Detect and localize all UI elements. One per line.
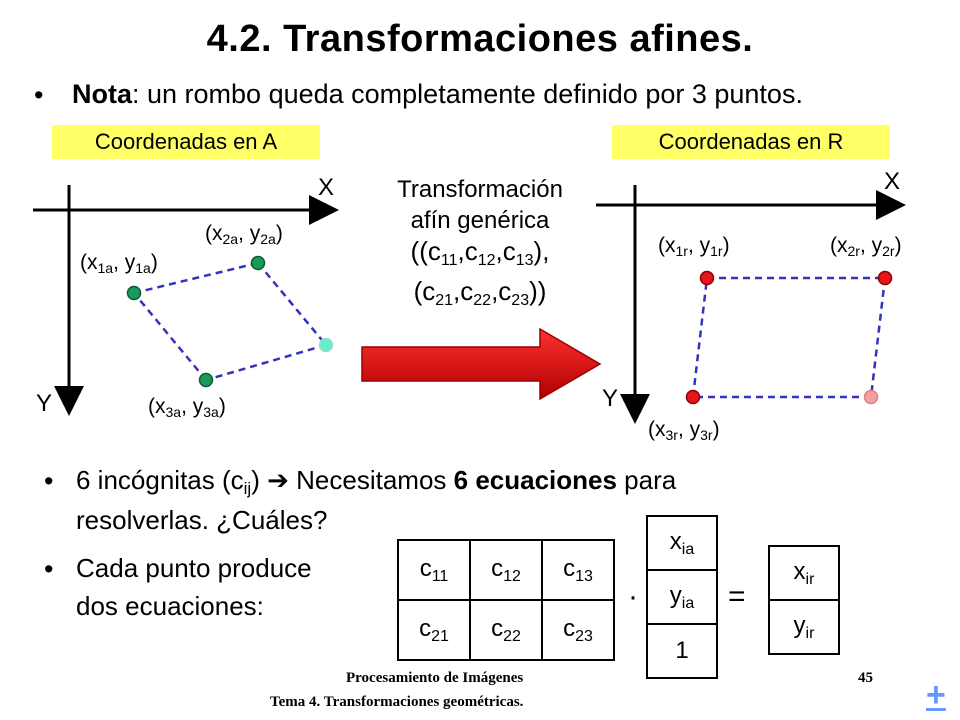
unknowns-line: 6 incógnitas (cij) ➔ Necesitamos 6 ecuac… bbox=[76, 465, 677, 498]
vector-r: xir yir bbox=[768, 545, 840, 655]
transformation-row1: ((c11,c12,c13), bbox=[410, 236, 550, 269]
rhombus-a bbox=[133, 261, 327, 382]
bullet-dot: • bbox=[44, 466, 54, 496]
arrow-glyph-icon: ➔ bbox=[267, 465, 289, 495]
axis-x-a-label: X bbox=[318, 174, 335, 201]
label-point-1a: (x1a, y1a) bbox=[80, 251, 158, 276]
axis-y-a-label: Y bbox=[36, 390, 53, 417]
point-2r bbox=[877, 270, 893, 286]
note-line: Nota: un rombo queda completamente defin… bbox=[72, 78, 803, 110]
coord-r-label: Coordenadas en R bbox=[612, 125, 890, 159]
transformation-row2: (c21,c22,c23)) bbox=[413, 276, 547, 309]
axis-y-r-label: Y bbox=[602, 385, 619, 412]
point-1a bbox=[126, 285, 142, 301]
unknowns-line2: resolverlas. ¿Cuáles? bbox=[76, 505, 328, 535]
plus-icon[interactable]: + bbox=[926, 676, 946, 714]
equals-sign: = bbox=[728, 580, 746, 613]
label-point-3r: (x3r, y3r) bbox=[648, 418, 720, 443]
note-label: Nota bbox=[72, 79, 132, 109]
label-point-1r: (x1r, y1r) bbox=[658, 234, 730, 259]
footer-course: Procesamiento de Imágenes bbox=[346, 670, 524, 686]
coefficient-matrix: c11 c12 c13 c21 c22 c23 bbox=[397, 539, 615, 661]
transformation-line2: afín genérica bbox=[410, 207, 550, 234]
point-4r bbox=[863, 389, 879, 405]
point-1r bbox=[699, 270, 715, 286]
footer-page-number: 45 bbox=[858, 670, 873, 686]
rectangle-r bbox=[691, 276, 887, 399]
bullet-dot: • bbox=[34, 80, 44, 110]
point-4a bbox=[318, 337, 334, 353]
multiply-dot: · bbox=[628, 580, 638, 613]
label-point-2a: (x2a, y2a) bbox=[205, 222, 283, 247]
bullet-dot: • bbox=[44, 554, 54, 584]
point-equations-line2: dos ecuaciones: bbox=[76, 591, 264, 621]
transformation-text: Transformación afín genérica ((c11,c12,c… bbox=[360, 174, 600, 316]
label-point-3a: (x3a, y3a) bbox=[148, 395, 226, 420]
label-point-2r: (x2r, y2r) bbox=[830, 234, 902, 259]
coord-a-label: Coordenadas en A bbox=[52, 125, 320, 159]
footer-topic: Tema 4. Transformaciones geométricas. bbox=[270, 694, 524, 710]
point-equations-line1: Cada punto produce bbox=[76, 553, 312, 583]
slide-title: 4.2. Transformaciones afines. bbox=[206, 18, 754, 60]
point-2a bbox=[250, 255, 266, 271]
point-3a bbox=[198, 372, 214, 388]
transformation-line1: Transformación bbox=[397, 176, 563, 203]
transform-arrow bbox=[361, 327, 602, 401]
axis-x-r-label: X bbox=[884, 168, 901, 195]
note-text: : un rombo queda completamente definido … bbox=[132, 79, 803, 109]
vector-a: xia yia 1 bbox=[646, 515, 718, 679]
point-3r bbox=[685, 389, 701, 405]
